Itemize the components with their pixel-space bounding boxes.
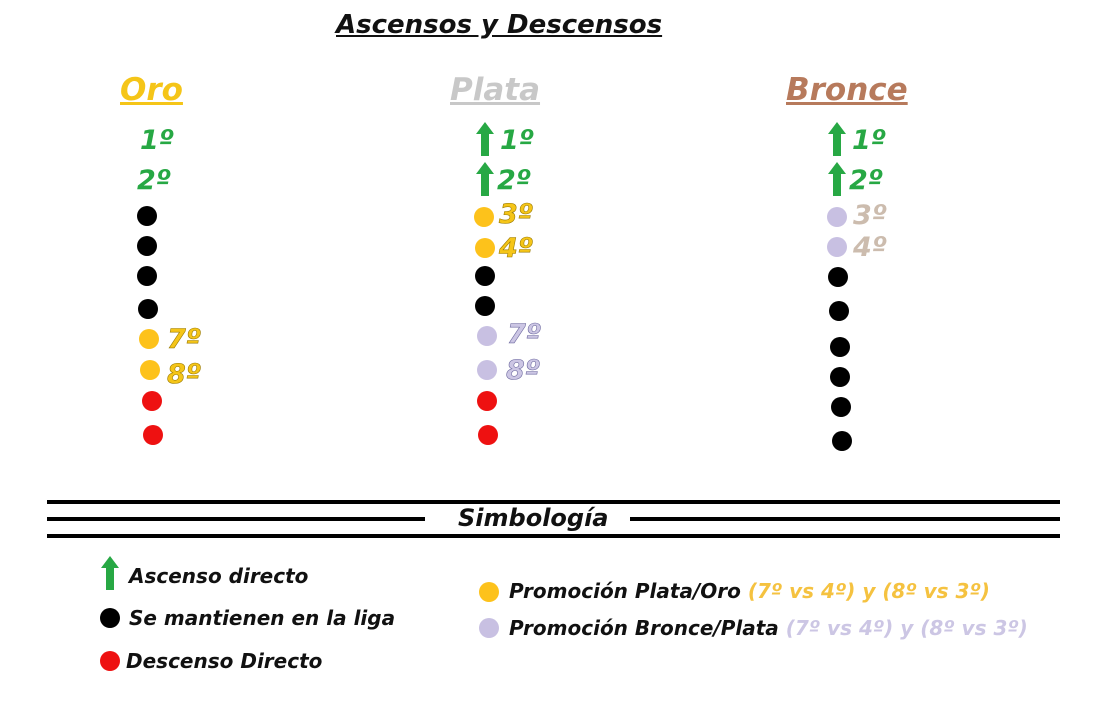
- legend-black-dot: [100, 608, 120, 628]
- oro-position-1: 1º: [140, 125, 175, 156]
- legend-promo-bronce-plata-detail: (7º vs 4º) y (8º vs 3º): [785, 616, 1028, 640]
- plata-dot-3: [474, 207, 494, 227]
- oro-dot-3: [137, 206, 157, 226]
- bronce-dot-8: [830, 367, 850, 387]
- legend-descenso-label: Descenso Directo: [126, 649, 323, 673]
- oro-dot-7: [139, 329, 159, 349]
- plata-position-4: 4º: [499, 233, 534, 264]
- plata-dot-5: [475, 266, 495, 286]
- plata-dot-4: [475, 238, 495, 258]
- plata-position-3: 3º: [499, 199, 534, 230]
- plata-position-2: 2º: [497, 165, 532, 196]
- plata-dot-6: [475, 296, 495, 316]
- bronce-dot-7: [830, 337, 850, 357]
- legend-up-arrow-icon: [101, 556, 119, 590]
- plata-position-1: 1º: [500, 125, 535, 156]
- legend-red-dot: [100, 651, 120, 671]
- legend-promo-bronce-plata-label: Promoción Bronce/Plata: [509, 616, 779, 640]
- plata-position-7: 7º: [507, 319, 542, 350]
- legend-promo-plata-oro-label: Promoción Plata/Oro: [509, 579, 741, 603]
- plata-dot-8: [477, 360, 497, 380]
- bronce-position-1: 1º: [852, 125, 887, 156]
- symbology-title: Simbología: [458, 504, 609, 532]
- bronce-position-2: 2º: [849, 165, 884, 196]
- bronce-up-arrow-icon-2: [828, 162, 846, 196]
- separator-line-bottom: [47, 534, 1060, 538]
- bronce-dot-5: [828, 267, 848, 287]
- legend-gold-dot: [479, 582, 499, 602]
- plata-dot-10: [478, 425, 498, 445]
- bronce-dot-6: [829, 301, 849, 321]
- oro-dot-6: [138, 299, 158, 319]
- bronce-dot-10: [832, 431, 852, 451]
- oro-position-8: 8º: [167, 359, 202, 390]
- oro-dot-8: [140, 360, 160, 380]
- oro-position-7: 7º: [167, 324, 202, 355]
- oro-position-2: 2º: [137, 165, 172, 196]
- separator-line-top: [47, 500, 1060, 504]
- plata-position-8: 8º: [506, 355, 541, 386]
- bronce-dot-4: [827, 237, 847, 257]
- legend-promo-plata-oro: Promoción Plata/Oro (7º vs 4º) y (8º vs …: [509, 579, 990, 603]
- plata-dot-7: [477, 326, 497, 346]
- legend-promo-bronce-plata: Promoción Bronce/Plata (7º vs 4º) y (8º …: [509, 616, 1028, 640]
- separator-line-middle-right: [630, 517, 1060, 521]
- page-title: Ascensos y Descensos: [336, 10, 663, 40]
- plata-dot-9: [477, 391, 497, 411]
- plata-up-arrow-icon-1: [476, 122, 494, 156]
- separator-line-middle-left: [47, 517, 425, 521]
- column-header-bronce: Bronce: [786, 72, 908, 108]
- oro-dot-4: [137, 236, 157, 256]
- oro-dot-9: [142, 391, 162, 411]
- column-header-plata: Plata: [450, 72, 541, 108]
- oro-dot-10: [143, 425, 163, 445]
- legend-mantienen-label: Se mantienen en la liga: [129, 606, 396, 630]
- legend-lavender-dot: [479, 618, 499, 638]
- legend-promo-plata-oro-detail: (7º vs 4º) y (8º vs 3º): [747, 579, 990, 603]
- bronce-position-4: 4º: [853, 232, 888, 263]
- legend-ascenso-label: Ascenso directo: [129, 564, 309, 588]
- oro-dot-5: [137, 266, 157, 286]
- bronce-position-3: 3º: [853, 200, 888, 231]
- bronce-up-arrow-icon-1: [828, 122, 846, 156]
- column-header-oro: Oro: [120, 72, 183, 108]
- bronce-dot-3: [827, 207, 847, 227]
- bronce-dot-9: [831, 397, 851, 417]
- plata-up-arrow-icon-2: [476, 162, 494, 196]
